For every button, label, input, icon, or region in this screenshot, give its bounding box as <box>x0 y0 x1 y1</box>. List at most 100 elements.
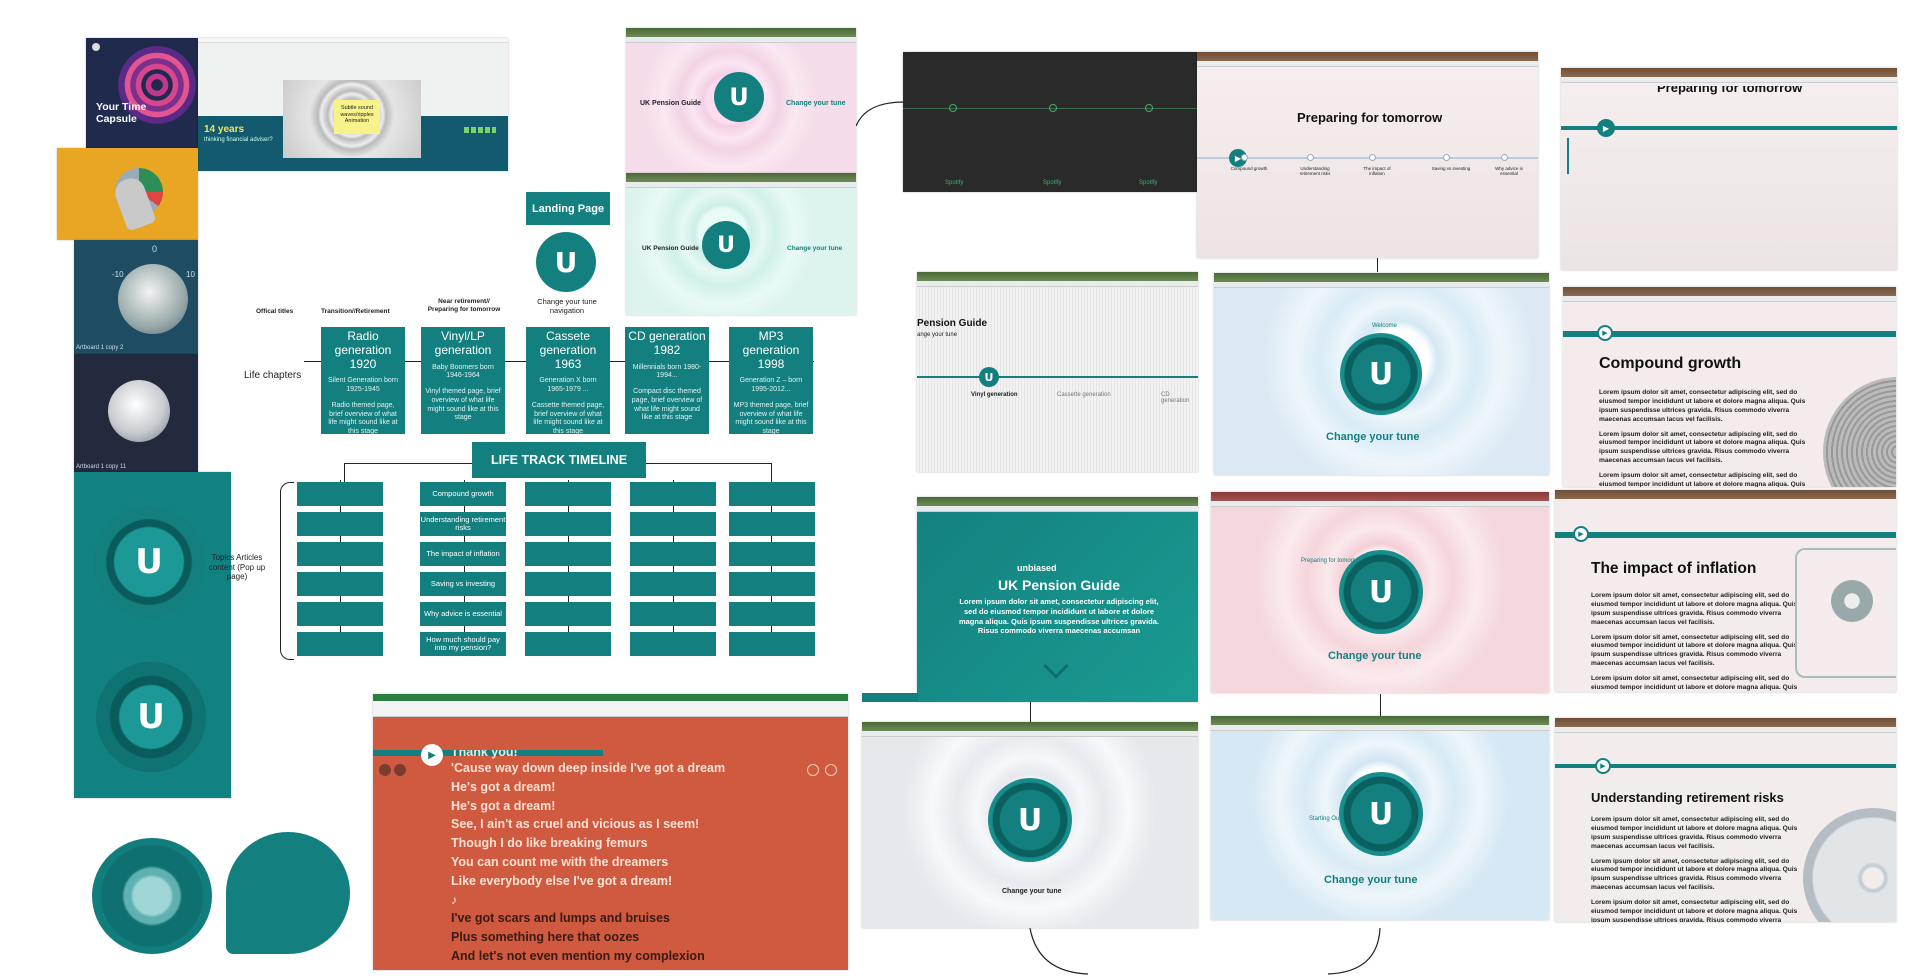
preparing-scroll-screen[interactable]: Preparing for tomorrow ▶ <box>1561 68 1897 270</box>
u-knob-icon[interactable]: U <box>94 507 204 617</box>
cta-label[interactable]: Change your tune <box>1324 874 1418 886</box>
starting-out-label: Starting Out <box>1309 816 1342 822</box>
topic-placeholder-box[interactable] <box>630 602 716 626</box>
topic-placeholder-box[interactable] <box>630 482 716 506</box>
play-button[interactable]: ▶ <box>1597 119 1615 137</box>
uk-pension-intro-screen[interactable]: unbiased UK Pension Guide Lorem ipsum do… <box>917 497 1198 702</box>
yellow-dial-artboard[interactable] <box>57 148 198 240</box>
topic-placeholder-box[interactable] <box>297 602 383 626</box>
screen-title: Preparing for tomorrow <box>1657 86 1803 95</box>
play-button[interactable]: ▶ <box>1573 526 1589 542</box>
understanding-retirement-risks-article[interactable]: ▶ Understanding retirement risks Lorem i… <box>1555 718 1896 922</box>
time-capsule-artboard[interactable]: Your Time Capsule <box>86 38 198 148</box>
timeline-step-label: Saving vs investing <box>1431 166 1471 171</box>
life-track-timeline-box[interactable]: LIFE TRACK TIMELINE <box>472 442 646 478</box>
topic-placeholder-box[interactable] <box>525 482 611 506</box>
play-button[interactable]: ▶ <box>1597 325 1613 341</box>
topic-placeholder-box[interactable] <box>525 632 611 656</box>
back-button[interactable] <box>379 764 391 776</box>
topic-placeholder-box[interactable] <box>729 482 815 506</box>
topic-placeholder-box[interactable] <box>729 512 815 536</box>
topic-box-0[interactable]: Compound growth <box>420 482 506 506</box>
topic-placeholder-box[interactable] <box>630 512 716 536</box>
share-icon[interactable] <box>825 764 837 776</box>
topic-placeholder-box[interactable] <box>525 572 611 596</box>
change-your-tune-pink[interactable]: Preparing for tomorrow U Change your tun… <box>1211 492 1549 693</box>
u-dial-icon[interactable]: U <box>988 778 1072 862</box>
topic-placeholder-box[interactable] <box>630 572 716 596</box>
impact-of-inflation-article[interactable]: ▶ The impact of inflation Lorem ipsum do… <box>1555 490 1896 692</box>
landing-page-label[interactable]: Landing Page <box>526 192 610 225</box>
knob-artboard-copy-2[interactable]: 0 -10 10 Artboard 1 copy 2 <box>74 240 198 354</box>
topic-box-5[interactable]: How much should pay into my pension? <box>420 632 506 656</box>
teal-knob-artboard[interactable]: U U <box>74 472 231 798</box>
topic-box-2[interactable]: The impact of inflation <box>420 542 506 566</box>
topic-placeholder-box[interactable] <box>525 512 611 536</box>
settings-icon[interactable] <box>807 764 819 776</box>
pink-landing-card[interactable]: U UK Pension Guide Change your tune <box>626 28 856 173</box>
play-button[interactable]: ▶ <box>1595 758 1611 774</box>
card-cta[interactable]: Change your tune <box>786 100 846 107</box>
timeline-dot[interactable] <box>1443 154 1450 161</box>
timeline-dot[interactable] <box>1241 154 1248 161</box>
u-dial-icon[interactable]: U <box>1339 550 1423 634</box>
financial-goals-screen[interactable]: 14 years thinking financial adviser? Sub… <box>198 38 508 171</box>
card-title: UK Pension Guide <box>640 100 702 107</box>
cta-label[interactable]: Change your tune <box>1326 431 1420 443</box>
topic-placeholder-box[interactable] <box>525 542 611 566</box>
knob-zero-label: 0 <box>152 244 158 254</box>
forward-button[interactable] <box>394 764 406 776</box>
topic-box-4[interactable]: Why advice is essential <box>420 602 506 626</box>
topic-box-3[interactable]: Saving vs investing <box>420 572 506 596</box>
topic-placeholder-box[interactable] <box>297 512 383 536</box>
topic-box-1[interactable]: Understanding retirement risks <box>420 512 506 536</box>
article-body: Lorem ipsum dolor sit amet, consectetur … <box>1599 389 1806 487</box>
topic-placeholder-box[interactable] <box>630 632 716 656</box>
topic-placeholder-box[interactable] <box>297 572 383 596</box>
lyrics-screen[interactable]: ▶ Thank you! 'Cause way down deep inside… <box>373 694 848 970</box>
knob-icon[interactable] <box>108 380 170 442</box>
play-button[interactable]: ▶ <box>421 744 443 766</box>
topic-placeholder-box[interactable] <box>729 632 815 656</box>
timeline-dot[interactable] <box>1369 154 1376 161</box>
compound-growth-article[interactable]: ▶ Compound growth Lorem ipsum dolor sit … <box>1563 287 1896 487</box>
change-your-tune-white[interactable]: U Change your tune <box>862 722 1198 928</box>
lyric-line: He's got a dream! <box>451 779 556 794</box>
topic-placeholder-box[interactable] <box>297 542 383 566</box>
knob-artboard-copy-11[interactable]: Artboard 1 copy 11 <box>74 354 198 472</box>
cta-label[interactable]: Change your tune <box>1002 888 1062 895</box>
mint-landing-card[interactable]: U UK Pension Guide Change your tune <box>626 173 856 315</box>
bicycle-icon <box>1145 104 1153 112</box>
silver-knob-icon[interactable] <box>92 838 212 954</box>
vinyl-timeline-screen[interactable]: Pension Guide ange your tune U Vinyl gen… <box>917 272 1198 472</box>
u-dial-icon[interactable]: U <box>1340 333 1422 415</box>
topic-placeholder-box[interactable] <box>525 602 611 626</box>
topic-placeholder-box[interactable] <box>297 632 383 656</box>
cta-label[interactable]: Change your tune <box>1328 650 1422 662</box>
sticky-note[interactable]: Subtle sound waves/ripples Animation <box>334 100 380 134</box>
change-your-tune-blue-lower[interactable]: Starting Out U Change your tune <box>1211 716 1549 920</box>
change-your-tune-blue[interactable]: Welcome U Change your tune <box>1214 273 1549 475</box>
u-dial-icon[interactable]: U <box>1339 772 1423 856</box>
preparing-for-tomorrow-screen[interactable]: Preparing for tomorrow ▶ Compound growth… <box>1197 52 1538 258</box>
chevron-down-icon[interactable] <box>1043 653 1069 679</box>
topic-placeholder-box[interactable] <box>297 482 383 506</box>
topic-placeholder-box[interactable] <box>729 542 815 566</box>
spotify-label: Spotify <box>945 180 964 186</box>
u-logo-badge[interactable]: U <box>979 367 999 387</box>
timeline-dot[interactable] <box>1501 154 1508 161</box>
topic-placeholder-box[interactable] <box>729 602 815 626</box>
play-button[interactable]: ▶ <box>1229 149 1247 167</box>
knob-icon[interactable] <box>118 264 188 334</box>
timeline-dot[interactable] <box>1307 154 1314 161</box>
u-knob-icon[interactable]: U <box>96 662 206 772</box>
topic-placeholder-box[interactable] <box>630 542 716 566</box>
card-cta[interactable]: Change your tune <box>787 245 843 252</box>
spotify-timeline-dark[interactable]: Spotify Spotify Spotify <box>903 52 1197 192</box>
topic-placeholder-box[interactable] <box>729 572 815 596</box>
